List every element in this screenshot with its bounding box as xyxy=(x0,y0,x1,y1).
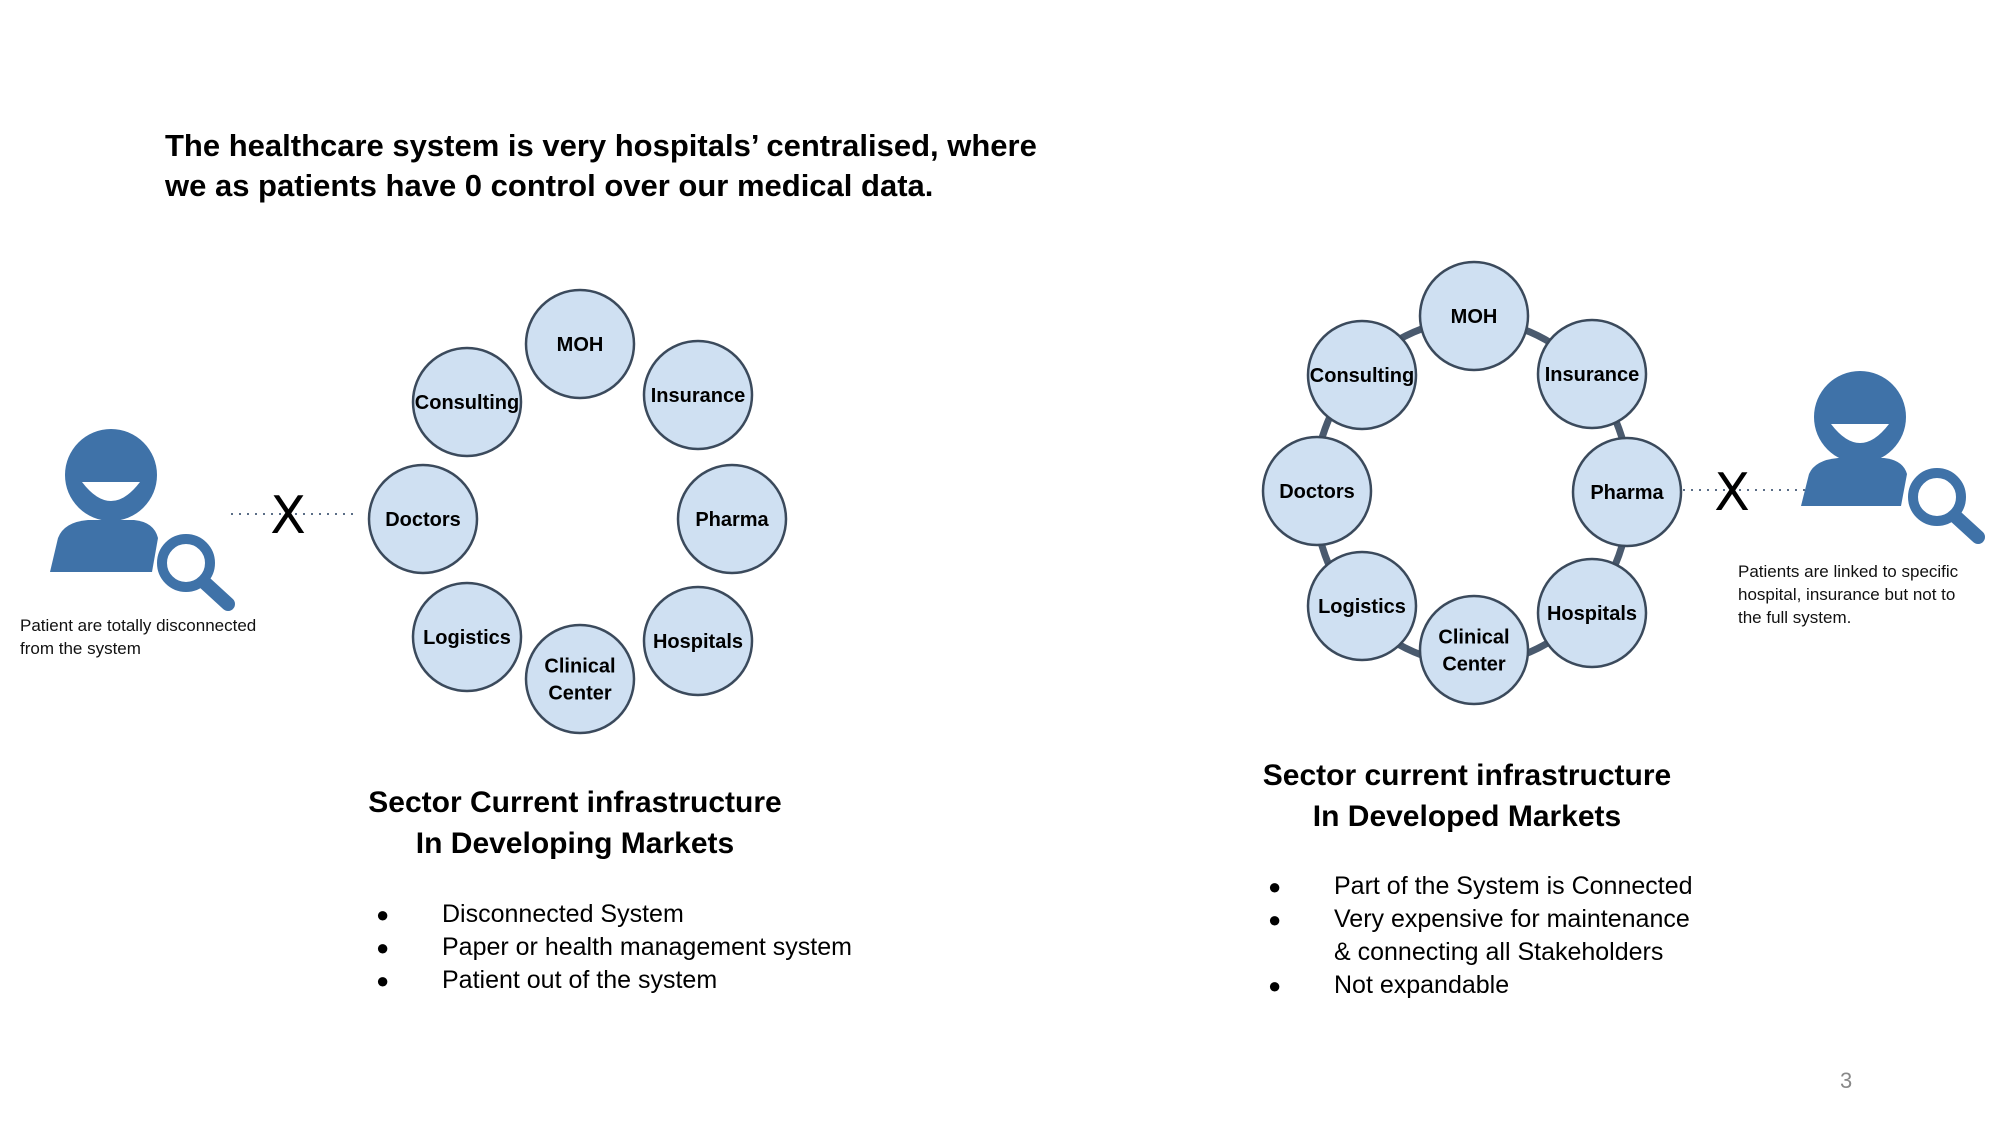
left-node-doctors: Doctors xyxy=(367,463,479,575)
node-circle xyxy=(642,339,754,451)
right-node-hospitals: Hospitals xyxy=(1536,557,1648,669)
node-circle xyxy=(1536,557,1648,669)
right-stakeholder-ring: MOHInsurancePharmaHospitalsClinicalCente… xyxy=(1261,260,1683,706)
node-circle xyxy=(1536,318,1648,430)
bullet-dot: ● xyxy=(1268,907,1282,932)
right-bullet-list: ● Part of the System is Connected ● Very… xyxy=(1268,870,1693,1002)
node-label: Consulting xyxy=(415,392,519,414)
right-caption-line-3: the full system. xyxy=(1738,608,1852,627)
node-circle xyxy=(524,623,636,735)
right-patient-search-icon xyxy=(1801,371,1985,544)
list-item: ● Part of the System is Connected xyxy=(1268,870,1693,903)
node-label: Clinical xyxy=(1438,627,1509,649)
left-node-hospitals: Hospitals xyxy=(642,585,754,697)
node-circle xyxy=(676,463,788,575)
list-item: ● Patient out of the system xyxy=(376,964,852,997)
node-circle xyxy=(1571,436,1683,548)
node-label: Pharma xyxy=(1590,482,1664,504)
headline-line-1: The healthcare system is very hospitals’… xyxy=(165,128,1037,163)
node-label: Doctors xyxy=(1279,481,1355,503)
right-title-line-1: Sector current infrastructure xyxy=(1262,759,1672,792)
node-circle xyxy=(411,581,523,693)
left-stakeholder-ring: MOHInsurancePharmaHospitalsClinicalCente… xyxy=(367,288,788,735)
left-title-line-1: Sector Current infrastructure xyxy=(368,786,782,819)
node-label: Insurance xyxy=(651,385,745,407)
node-label: Center xyxy=(1442,654,1506,676)
bullet-text: Not expandable xyxy=(1334,971,1510,999)
node-circle xyxy=(1261,435,1373,547)
left-title-line-2: In Developing Markets xyxy=(415,827,735,860)
node-circle xyxy=(524,288,636,400)
right-node-moh: MOH xyxy=(1418,260,1530,372)
node-label: Hospitals xyxy=(1547,603,1637,625)
right-title-line-2: In Developed Markets xyxy=(1312,800,1622,833)
left-node-insurance: Insurance xyxy=(642,339,754,451)
right-x-mark: X xyxy=(1714,463,1750,523)
left-bullet-list: ● Disconnected System ● Paper or health … xyxy=(376,898,852,997)
node-circle xyxy=(1306,319,1418,431)
bullet-dot: ● xyxy=(1268,973,1282,998)
bullet-dot: ● xyxy=(376,968,390,993)
list-item: ● Paper or health management system xyxy=(376,931,852,964)
bullet-text: Paper or health management system xyxy=(442,933,852,961)
left-caption-line-2: from the system xyxy=(20,639,141,658)
node-label: Doctors xyxy=(385,509,461,531)
list-item: ● Very expensive for maintenance & conne… xyxy=(1268,903,1693,969)
bullet-text: Patient out of the system xyxy=(442,966,718,994)
left-node-moh: MOH xyxy=(524,288,636,400)
node-circle xyxy=(411,346,523,458)
right-node-logistics: Logistics xyxy=(1306,550,1418,662)
node-label: Pharma xyxy=(695,509,769,531)
node-label: Hospitals xyxy=(653,631,743,653)
node-circle xyxy=(1306,550,1418,662)
node-circle xyxy=(1418,260,1530,372)
bullet-text: & connecting all Stakeholders xyxy=(1334,938,1664,966)
bullet-dot: ● xyxy=(376,902,390,927)
node-label: Center xyxy=(548,683,612,705)
left-node-pharma: Pharma xyxy=(676,463,788,575)
left-patient-search-icon xyxy=(50,429,235,611)
right-caption: Patients are linked to specific hospital… xyxy=(1738,560,1958,629)
node-circle xyxy=(1418,594,1530,706)
node-label: Insurance xyxy=(1545,364,1639,386)
bullet-text: Disconnected System xyxy=(442,900,684,928)
list-item: ● Disconnected System xyxy=(376,898,852,931)
node-circle xyxy=(367,463,479,575)
right-node-doctors: Doctors xyxy=(1261,435,1373,547)
left-caption-line-1: Patient are totally disconnected xyxy=(20,616,257,635)
page-headline: The healthcare system is very hospitals’… xyxy=(165,126,1065,206)
node-label: Clinical xyxy=(544,656,615,678)
bullet-dot: ● xyxy=(1268,874,1282,899)
node-circle xyxy=(642,585,754,697)
left-node-logistics: Logistics xyxy=(411,581,523,693)
bullet-text: Very expensive for maintenance xyxy=(1334,905,1690,933)
node-label: Logistics xyxy=(423,627,511,649)
right-node-pharma: Pharma xyxy=(1571,436,1683,548)
right-caption-line-2: hospital, insurance but not to xyxy=(1738,585,1956,604)
left-node-consulting: Consulting xyxy=(411,346,523,458)
left-x-mark: X xyxy=(270,486,306,546)
bullet-dot: ● xyxy=(376,935,390,960)
page-number: 3 xyxy=(1840,1068,1853,1093)
right-caption-line-1: Patients are linked to specific xyxy=(1738,562,1959,581)
node-label: MOH xyxy=(557,334,604,356)
right-node-insurance: Insurance xyxy=(1536,318,1648,430)
node-label: Consulting xyxy=(1310,365,1414,387)
right-node-consulting: Consulting xyxy=(1306,319,1418,431)
list-item: ● Not expandable xyxy=(1268,969,1693,1002)
node-label: MOH xyxy=(1451,306,1498,328)
bullet-text: Part of the System is Connected xyxy=(1334,872,1693,900)
node-label: Logistics xyxy=(1318,596,1406,618)
left-caption: Patient are totally disconnected from th… xyxy=(20,614,256,660)
headline-line-2: we as patients have 0 control over our m… xyxy=(165,168,934,203)
right-section-title: Sector current infrastructure In Develop… xyxy=(1237,755,1697,837)
left-section-title: Sector Current infrastructure In Develop… xyxy=(345,782,805,864)
